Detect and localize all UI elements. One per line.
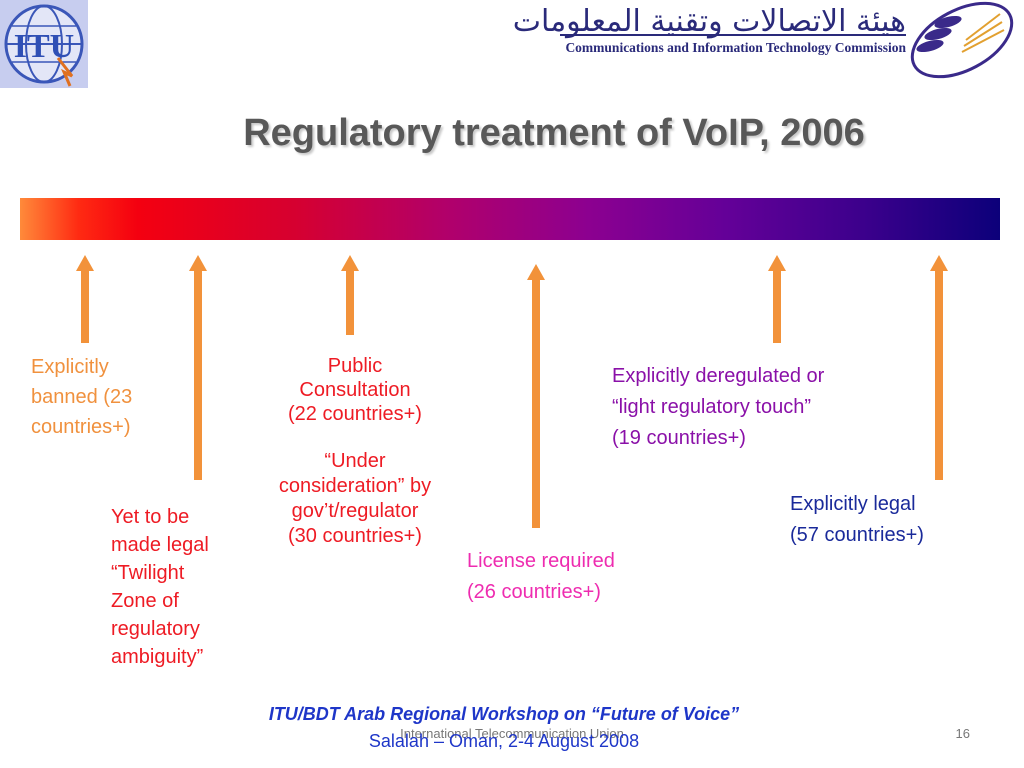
citc-emblem-icon bbox=[910, 1, 1014, 79]
itu-globe-icon: ITU bbox=[4, 4, 84, 87]
citc-english-name: Communications and Information Technolog… bbox=[565, 40, 906, 55]
arrow-public-consultation bbox=[335, 255, 365, 335]
label-line: Consultation bbox=[299, 379, 411, 401]
label-line: Explicitly bbox=[31, 356, 109, 378]
label-yet-to-be-legal: Yet to be made legal “Twilight Zone of r… bbox=[111, 503, 209, 671]
footer-workshop: ITU/BDT Arab Regional Workshop on “Futur… bbox=[268, 704, 740, 724]
slide-title: Regulatory treatment of VoIP, 2006 bbox=[243, 112, 865, 154]
arrow-banned bbox=[70, 255, 100, 343]
label-line: (19 countries+) bbox=[612, 427, 746, 449]
label-line: gov’t/regulator bbox=[291, 500, 419, 522]
arrow-license-required bbox=[521, 264, 551, 528]
label-line: (57 countries+) bbox=[790, 524, 924, 546]
label-line: “light regulatory touch” bbox=[612, 396, 811, 418]
label-line: License required bbox=[467, 550, 615, 572]
citc-logo bbox=[902, 0, 1024, 80]
label-line: (26 countries+) bbox=[467, 581, 601, 603]
regulatory-spectrum-bar bbox=[20, 198, 1000, 240]
svg-text:ITU: ITU bbox=[14, 28, 74, 65]
label-line: (22 countries+) bbox=[288, 403, 422, 425]
citc-arabic-name: هيئة الاتصالات وتقنية المعلومات bbox=[512, 4, 906, 39]
label-line: banned (23 bbox=[31, 386, 133, 408]
slide-number: 16 bbox=[955, 726, 970, 741]
label-deregulated: Explicitly deregulated or “light regulat… bbox=[612, 361, 824, 454]
label-line: “Twilight bbox=[111, 562, 185, 584]
label-legal: Explicitly legal (57 countries+) bbox=[790, 489, 924, 551]
label-line: Yet to be bbox=[111, 506, 190, 528]
label-under-consideration: “Under consideration” by gov’t/regulator… bbox=[250, 449, 460, 549]
label-banned: Explicitly banned (23 countries+) bbox=[31, 352, 132, 442]
label-line: (30 countries+) bbox=[288, 525, 422, 547]
arrow-yet-to-be-legal bbox=[183, 255, 213, 480]
label-public-consultation: Public Consultation (22 countries+) bbox=[250, 354, 460, 426]
itu-logo: ITU bbox=[0, 0, 88, 88]
label-line: Explicitly legal bbox=[790, 493, 916, 515]
label-line: “Under bbox=[324, 450, 386, 472]
label-line: regulatory bbox=[111, 618, 200, 640]
label-line: Zone of bbox=[111, 590, 179, 612]
label-license-required: License required (26 countries+) bbox=[467, 546, 615, 608]
arrow-deregulated bbox=[762, 255, 792, 343]
label-line: countries+) bbox=[31, 416, 131, 438]
footer-organization: International Telecommunication Union bbox=[400, 726, 624, 741]
label-line: consideration” by bbox=[278, 475, 432, 497]
label-line: Explicitly deregulated or bbox=[612, 365, 825, 387]
label-line: ambiguity” bbox=[111, 646, 204, 668]
footer-location: Salalah – Oman, 2-4 August 2008 bbox=[368, 731, 640, 751]
label-line: made legal bbox=[111, 534, 209, 556]
label-line: Public bbox=[327, 355, 383, 377]
citc-divider bbox=[560, 34, 906, 36]
arrow-legal bbox=[924, 255, 954, 480]
